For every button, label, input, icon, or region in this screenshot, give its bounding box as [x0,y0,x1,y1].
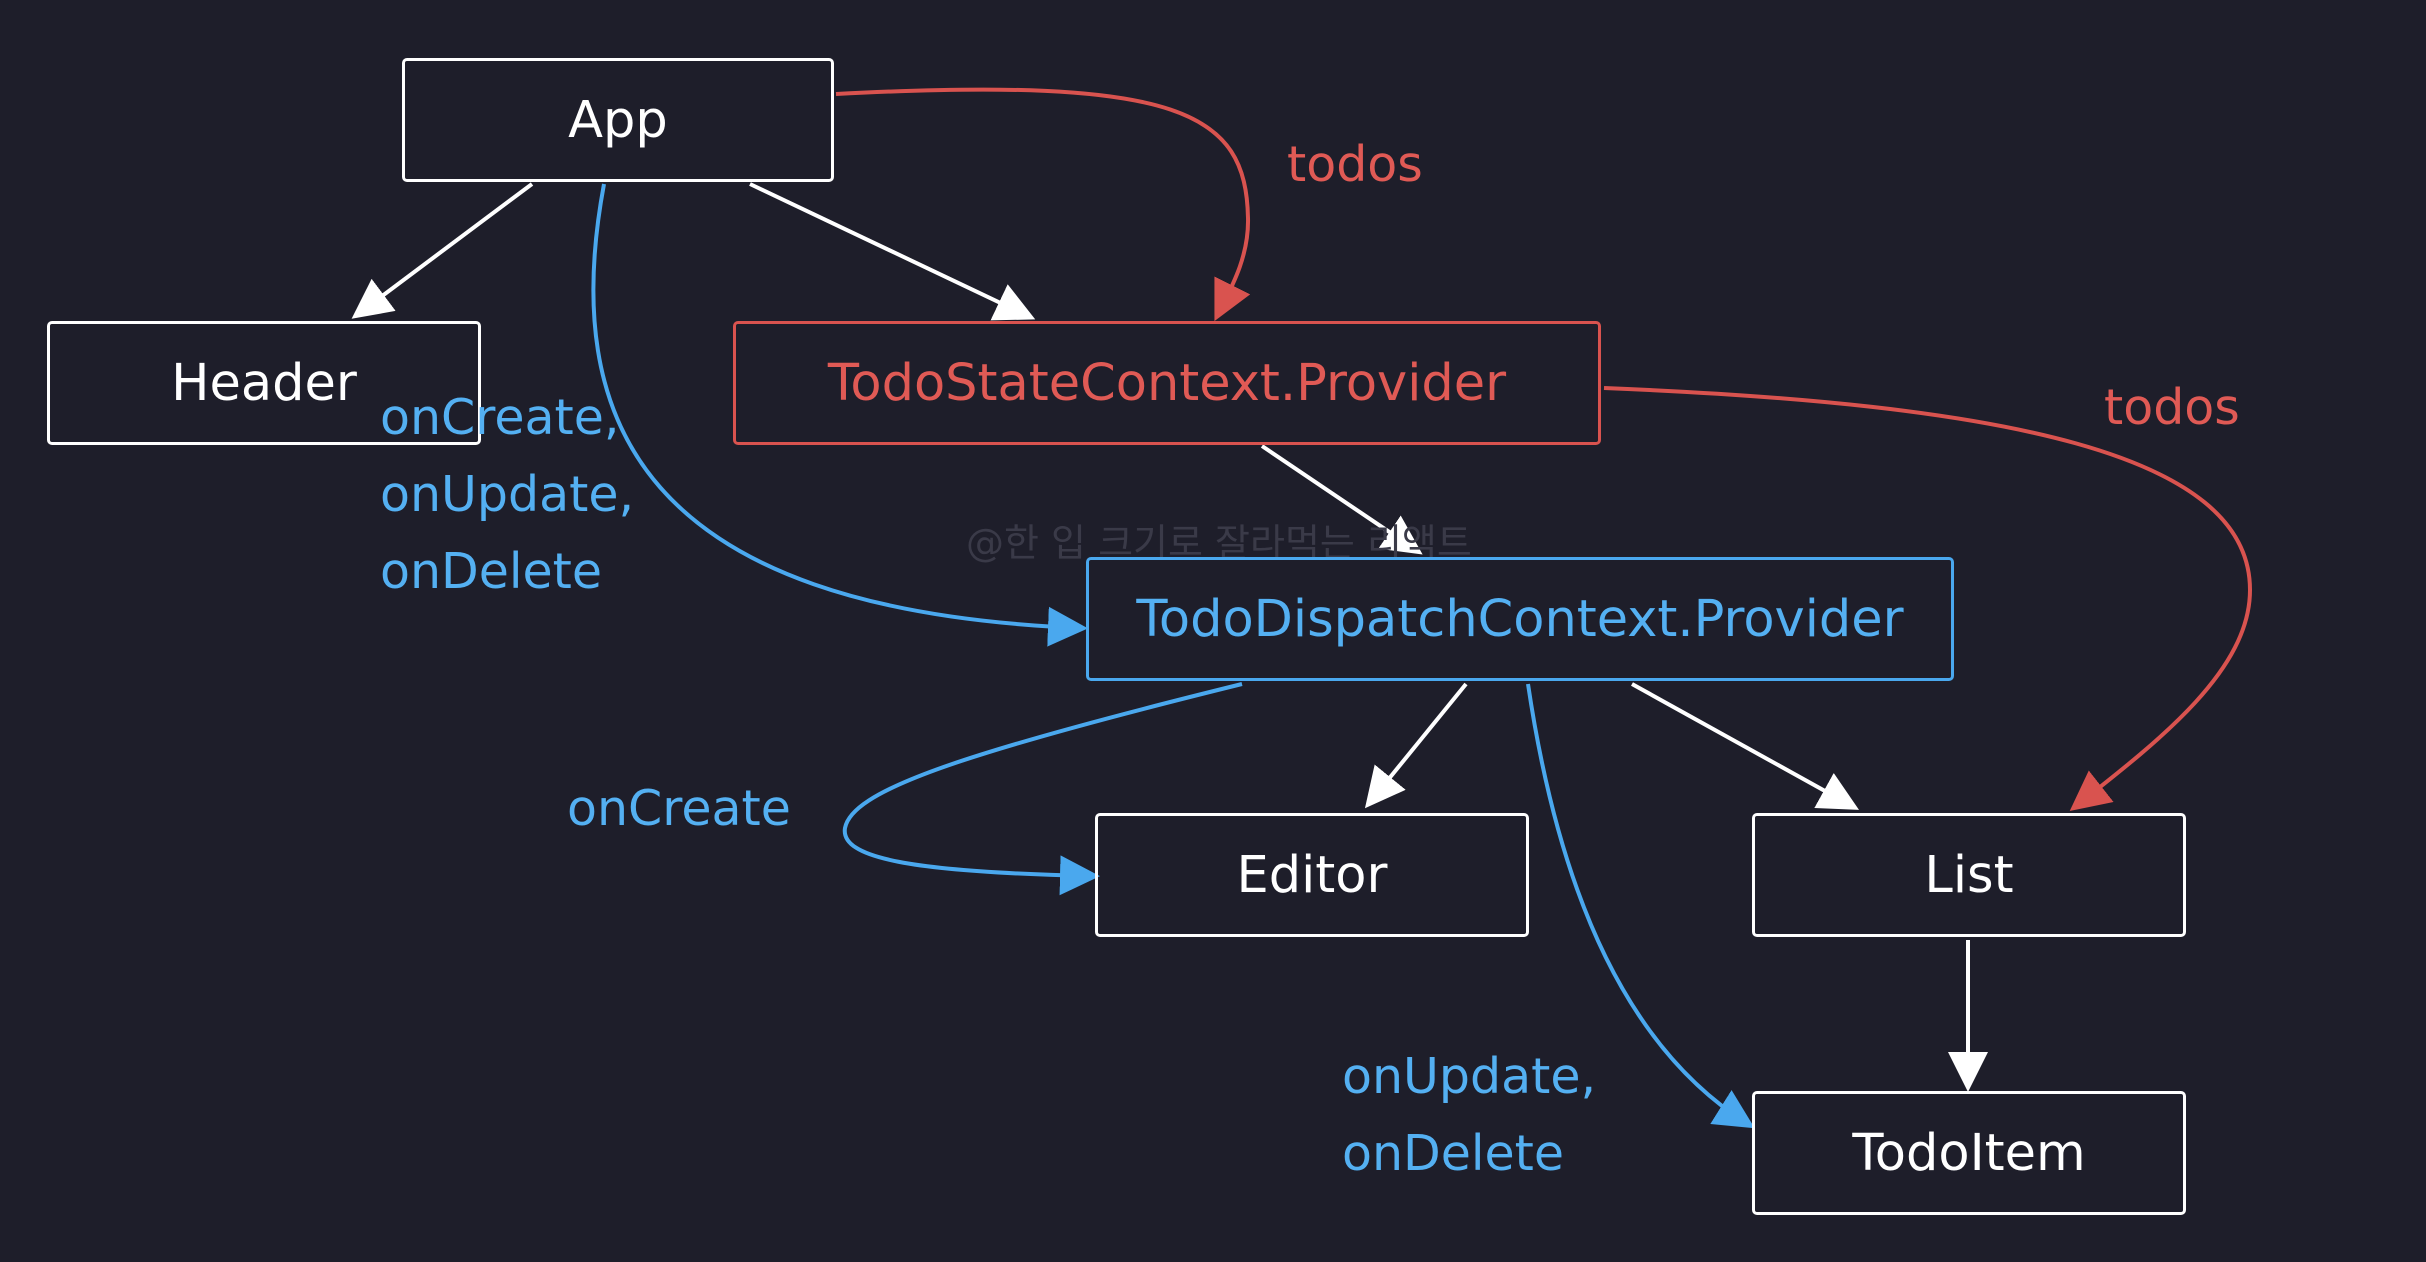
node-header: Header [47,321,481,445]
label-handlers-bottom-line: onDelete [1342,1125,1565,1182]
node-todo-dispatch-provider: TodoDispatchContext.Provider [1086,557,1954,681]
edge-state-dispatch [1260,444,1423,555]
edge-dispatch-list [1631,682,1859,810]
edge-app-state-provider [749,182,1036,321]
node-editor: Editor [1095,813,1529,937]
edge-handlers-app-dispatch [591,183,1088,647]
edge-todos-app-state [835,87,1251,322]
edge-dispatch-editor [1364,682,1468,809]
node-app: App [402,58,834,182]
label-handlers-bottom-line: onUpdate, [1342,1048,1597,1105]
edge-handlers-dispatch-todoitem [1526,683,1755,1129]
label-handlers-left-line: onDelete [380,543,603,600]
label-handlers-left-line: onUpdate, [380,466,635,523]
edge-app-header [351,182,534,319]
label-todos-right: todos [2104,379,2240,436]
edge-todos-state-list [1603,386,2253,811]
label-todos-top: todos [1287,136,1423,193]
node-list: List [1752,813,2186,937]
edge-oncreate-dispatch-editor [842,682,1243,896]
node-todo-state-provider: TodoStateContext.Provider [733,321,1601,445]
label-handlers-left-line: onCreate, [380,389,620,446]
label-handlers-bottom: onUpdate, onDelete [1342,1038,1596,1192]
node-todoitem: TodoItem [1752,1091,2186,1215]
label-handlers-left: onCreate, onUpdate, onDelete [380,379,634,610]
label-oncreate: onCreate [567,780,791,837]
